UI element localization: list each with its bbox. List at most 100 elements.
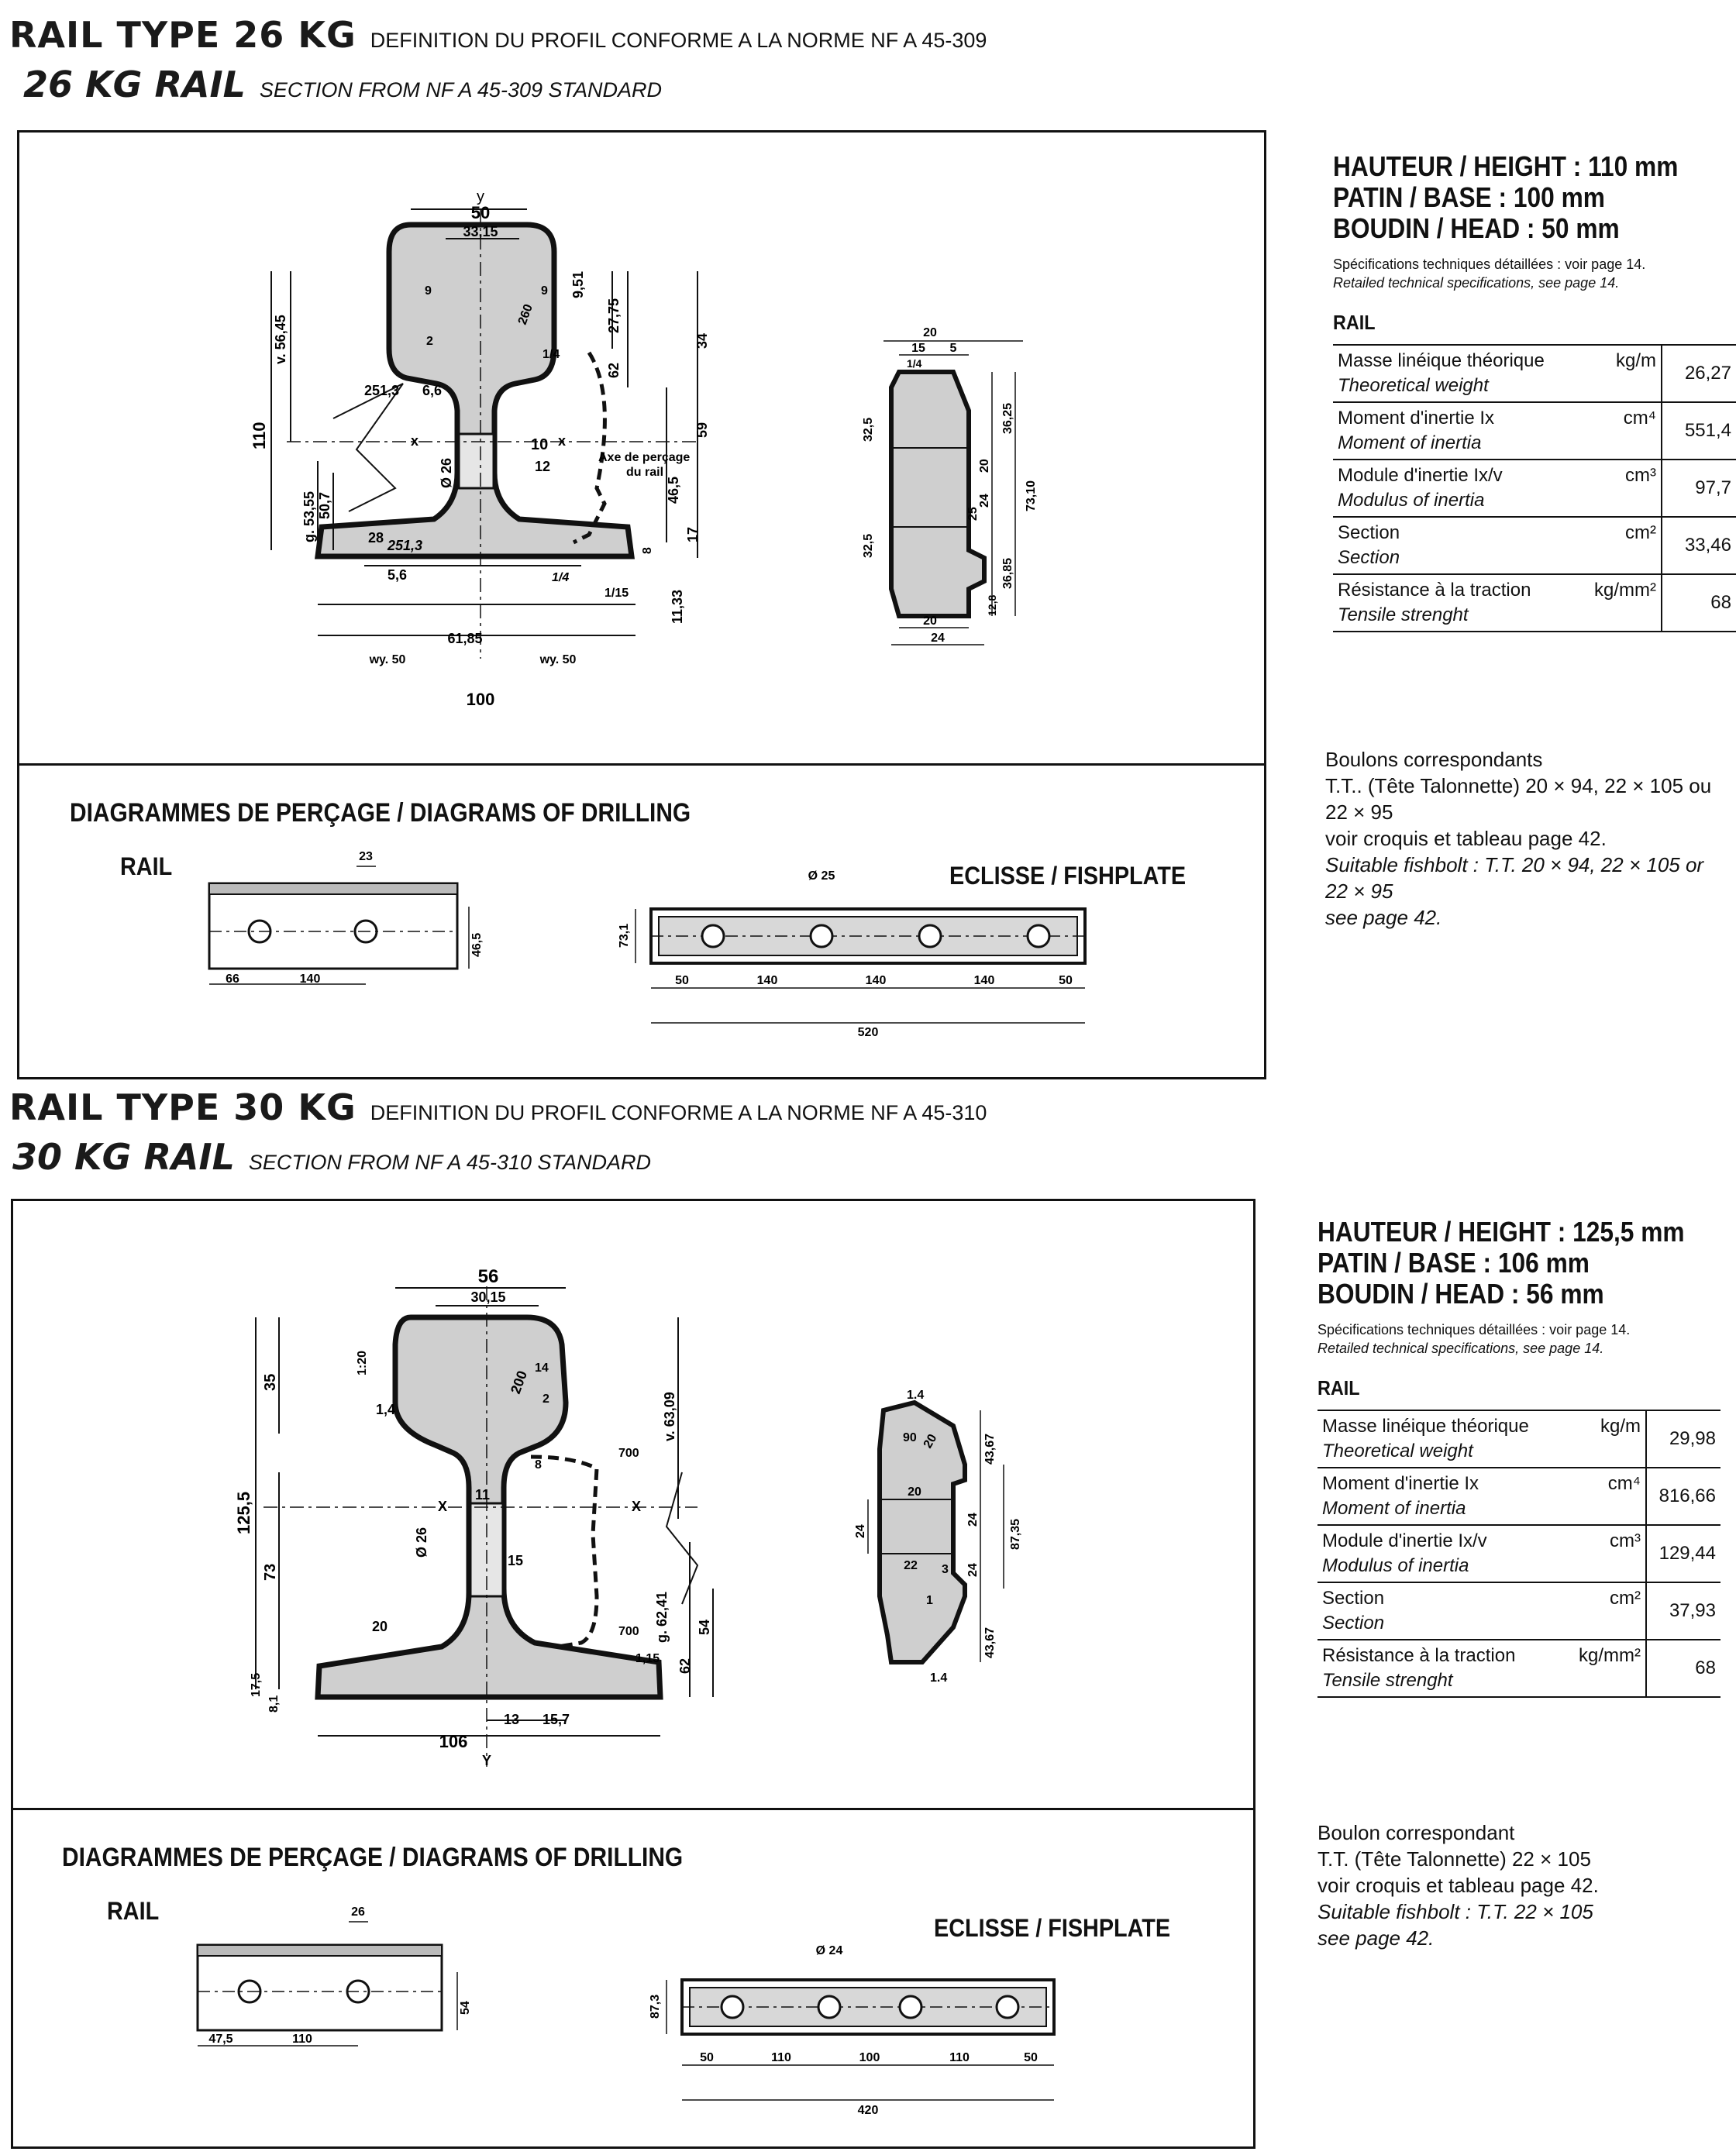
dim-label: 11,33 [670,590,685,624]
dim-label: 12 [535,459,550,474]
property-name-en: Tensile strenght [1322,1670,1453,1691]
dim-label: 6,6 [422,383,442,398]
property-name-fr: Masse linéique théorique [1338,350,1545,371]
bolts-line: Suitable fishbolt : T.T. 22 × 105 [1318,1900,1593,1923]
dim-label: 2 [542,1392,549,1406]
property-unit: kg/m [1561,1410,1647,1468]
axis-x-label: x [411,433,418,449]
dim-label: 110 [250,422,269,450]
dim-label: 11 [475,1487,490,1503]
dim-label: 62 [677,1658,693,1674]
dim-label: 15 [508,1553,523,1568]
dim-label: 140 [866,974,887,987]
drill-rail-label: RAIL [120,852,173,880]
dim-label: 61,85 [447,631,482,646]
fishplate-section-drawing: 1.4 90 20 20 43,67 24 24 87,35 43,67 22 … [854,1389,1022,1685]
head-spec: BOUDIN / HEAD : 50 mm [1333,212,1620,244]
property-unit: cm⁴ [1561,1468,1647,1525]
property-name-fr: Module d'inertie Ix/v [1322,1530,1487,1551]
drill-fishplate-label: ECLISSE / FISHPLATE [934,1914,1171,1942]
fishplate-section-shape [877,1399,967,1664]
height-spec: HAUTEUR / HEIGHT : 125,5 mm [1318,1216,1685,1248]
dim-label: 20 [908,1485,921,1499]
dim-label: 1/4 [542,348,560,361]
dim-label: 20 [978,459,991,473]
dim-label: 32,5 [862,534,875,558]
dim-label: 17,5 [250,1673,263,1697]
dim-label: 59 [694,422,710,438]
standard-text-fr: DEFINITION DU PROFIL CONFORME A LA NORME… [370,29,987,52]
dim-label: 14 [535,1362,549,1375]
frame-divider [17,763,1266,766]
dim-label: 43,67 [983,1627,997,1658]
height-spec: HAUTEUR / HEIGHT : 110 mm [1333,150,1679,182]
dim-label: 3 [942,1563,949,1576]
bolt-hole [457,432,495,490]
dim-label: 125,5 [234,1492,253,1534]
fishplate-section-drawing: 20 15 5 1/4 32,5 32,5 36,25 73,10 20 24 … [862,326,1038,645]
dim-label: 46,5 [666,477,681,504]
dim-label: 54 [697,1620,712,1635]
dim-label: 50 [675,974,689,987]
dim-label: 20 [923,326,937,339]
dim-label: 28 [368,530,384,546]
dim-label: 34 [694,333,710,349]
dim-label: 1 [926,1594,933,1607]
dim-label: 73,10 [1025,480,1038,511]
dim-label: 1.4 [930,1671,947,1685]
dim-label: 2 [426,335,433,348]
bolts-line: 22 × 95 [1325,880,1393,903]
dim-label: 73 [262,1564,279,1581]
dim-label: Ø 26 [439,458,454,488]
drawing-frame [17,130,1266,1079]
dim-label: v. 63,09 [662,1392,677,1441]
dim-label: 36,85 [1001,558,1014,589]
dim-label: 1/4 [552,571,569,584]
property-value: 68 [1695,1658,1716,1678]
property-name-en: Theoretical weight [1338,375,1489,396]
property-unit: kg/mm² [1576,574,1662,632]
dim-label: 1:20 [356,1351,369,1375]
rail-profile-drawing: 56 30,15 125,5 35 73 1:20 1,4 X X Ø 26 1… [234,1266,714,1768]
property-value: 97,7 [1695,477,1731,498]
dim-label: 1.4 [907,1389,924,1402]
property-name-fr: Résistance à la traction [1322,1645,1516,1666]
dim-label: 56 [478,1266,499,1287]
dim-label: 62 [606,363,622,378]
dim-label: 110 [949,2051,970,2064]
dim-label: wy. 50 [539,653,577,666]
property-name-fr: Résistance à la traction [1338,580,1531,601]
dim-label: 30,15 [470,1289,505,1305]
table-heading: RAIL [1318,1376,1360,1399]
property-unit: cm² [1561,1582,1647,1640]
dim-label: 110 [292,2033,312,2046]
bolts-note: Boulon correspondant T.T. (Tête Talonnet… [1318,1819,1599,1951]
dim-label: 110 [771,2051,791,2064]
fishplate-section-shape [889,370,987,618]
property-name-fr: Masse linéique théorique [1322,1416,1529,1437]
dim-label: 251,3 [387,538,422,553]
rail-profile-shape [315,222,635,559]
dim-label: 66 [226,973,239,986]
dim-label: 140 [757,974,778,987]
drawing-frame [11,1199,1256,2149]
dim-label: 46,5 [470,933,484,957]
property-unit: cm³ [1561,1525,1647,1582]
dim-label: 50 [1059,974,1073,987]
rail-profile-drawing: y 50 33,15 110 v. 56,45 g. 53,55 50,7 25… [250,188,710,709]
dim-label: 20 [372,1619,388,1634]
dim-label: 87,3 [649,1995,662,2019]
dim-label: 9 [541,284,548,298]
drilling-title: DIAGRAMMES DE PERÇAGE / DIAGRAMS OF DRIL… [62,1843,684,1872]
fishplate-drilling-drawing: Ø 24 87,3 50 110 100 110 50 420 [649,1944,1056,2117]
